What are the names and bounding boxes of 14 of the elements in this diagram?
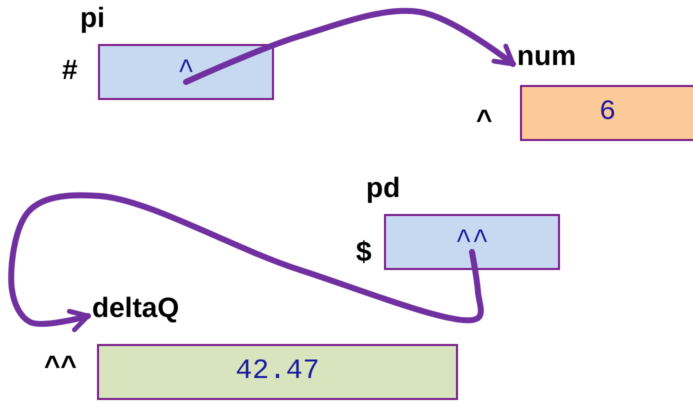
type-symbol: $ [356,238,372,266]
value-text: ^ [178,58,194,86]
value-text: 42.47 [235,358,320,386]
value-text: 6 [599,99,616,127]
variable-name: deltaQ [92,294,180,322]
value-text: ^^ [455,228,489,256]
type-symbol: ^ [476,106,492,134]
variable-name: num [517,42,576,70]
type-symbol: # [62,56,78,84]
variable-name: pd [366,174,400,202]
arrow [8,192,484,332]
type-symbol: ^^ [44,352,77,380]
arrow [183,8,516,85]
variable-name: pi [80,4,105,32]
